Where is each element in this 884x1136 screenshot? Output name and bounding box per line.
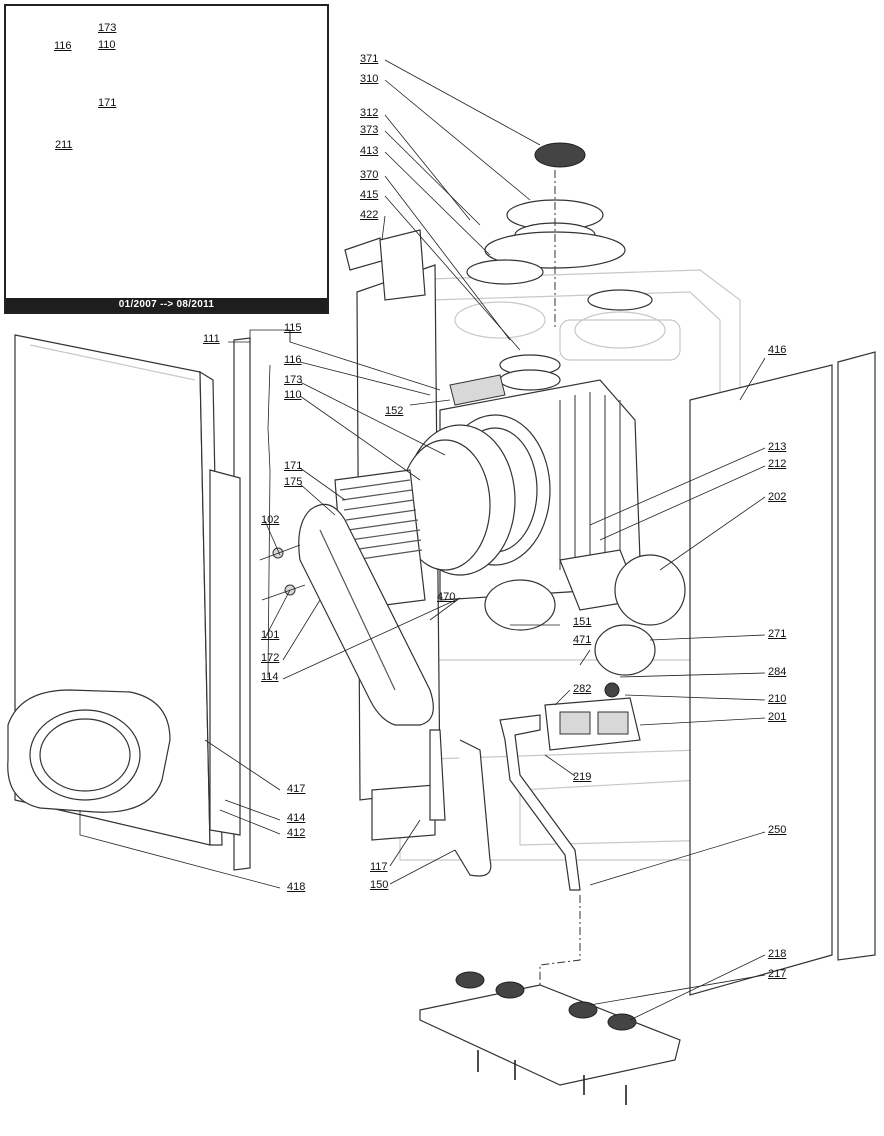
callout-label: 413 [360, 145, 379, 157]
inner-side-panel [209, 469, 241, 836]
callout-label: 210 [768, 693, 787, 705]
electrodes [259, 544, 306, 601]
gas-valve [544, 682, 641, 751]
callout-label: 211 [55, 139, 73, 151]
callout-label: 152 [385, 405, 404, 417]
flue-turret [466, 142, 653, 330]
callout-label: 373 [360, 124, 379, 136]
callout-label: 418 [287, 881, 306, 893]
callout-label: 111 [203, 333, 220, 345]
callout-label: 171 [98, 97, 117, 109]
callout-label: 471 [573, 634, 592, 646]
callout-label: 102 [261, 514, 280, 526]
callout-label: 219 [573, 771, 592, 783]
callout-label: 416 [768, 344, 787, 356]
callout-label: 414 [287, 812, 306, 824]
callout-label: 284 [768, 666, 787, 678]
right-side-panel [689, 351, 876, 996]
inset-caption: 01/2007 --> 08/2011 [6, 298, 327, 312]
callout-label: 110 [284, 389, 302, 401]
callout-label: 115 [284, 322, 302, 334]
callout-label: 201 [768, 711, 787, 723]
callout-label: 213 [768, 441, 787, 453]
callout-label: 370 [360, 169, 379, 181]
callout-label: 101 [261, 629, 280, 641]
callout-label: 412 [287, 827, 306, 839]
callout-label: 173 [284, 374, 303, 386]
callout-label: 150 [370, 879, 389, 891]
callout-label: 202 [768, 491, 787, 503]
callout-label: 110 [98, 39, 116, 51]
callout-label: 470 [437, 591, 456, 603]
callout-label: 310 [360, 73, 379, 85]
callout-label: 212 [768, 458, 787, 470]
inset-frame [4, 4, 329, 314]
callout-label: 117 [370, 861, 388, 873]
fan-assembly [484, 549, 686, 676]
callout-label: 116 [54, 40, 72, 52]
callout-label: 116 [284, 354, 302, 366]
bottom-manifold [419, 971, 681, 1105]
callout-label: 422 [360, 209, 379, 221]
callout-label: 114 [261, 671, 279, 683]
callout-label: 218 [768, 948, 787, 960]
callout-label: 217 [768, 968, 787, 980]
callout-label: 151 [573, 616, 592, 628]
burner-door [334, 424, 516, 611]
callout-label: 417 [287, 783, 306, 795]
callout-label: 250 [768, 824, 787, 836]
callout-label: 171 [284, 460, 303, 472]
callout-label: 415 [360, 189, 379, 201]
front-cover [7, 689, 171, 813]
pipework [429, 714, 581, 1020]
callout-label: 371 [360, 53, 379, 65]
callout-label: 271 [768, 628, 787, 640]
callout-label: 175 [284, 476, 303, 488]
callout-label: 172 [261, 652, 280, 664]
callout-label: 312 [360, 107, 379, 119]
callout-label: 173 [98, 22, 117, 34]
callout-label: 282 [573, 683, 592, 695]
